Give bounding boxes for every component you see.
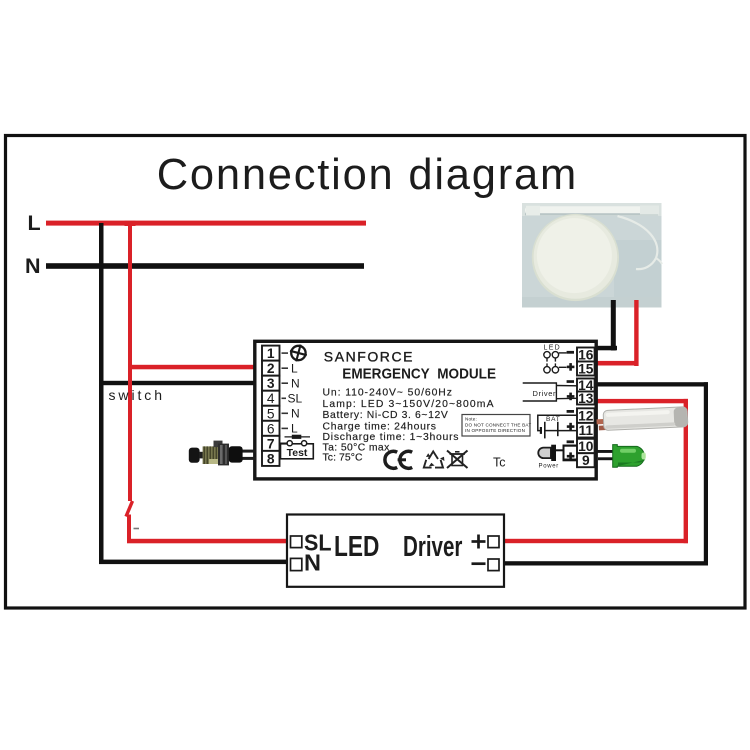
svg-text:Driver: Driver xyxy=(533,389,557,398)
svg-text:L: L xyxy=(291,362,298,376)
svg-text:N: N xyxy=(291,407,300,421)
svg-text:12: 12 xyxy=(578,409,594,424)
svg-text:Battery: Ni-CD 3. 6~12V: Battery: Ni-CD 3. 6~12V xyxy=(323,410,448,421)
svg-text:Tc: 75°C: Tc: 75°C xyxy=(323,453,363,464)
svg-text:2: 2 xyxy=(267,361,275,376)
svg-text:DO NOT CONNECT THE BAT: DO NOT CONNECT THE BAT xyxy=(465,423,531,428)
svg-text:L: L xyxy=(291,422,298,436)
svg-text:3: 3 xyxy=(267,376,275,391)
svg-text:SL: SL xyxy=(304,530,332,556)
svg-text:Note:: Note: xyxy=(465,417,477,422)
svg-text:Discharge time: 1~3hours: Discharge time: 1~3hours xyxy=(323,432,459,443)
svg-text:5: 5 xyxy=(267,406,275,421)
svg-text:11: 11 xyxy=(579,423,594,438)
svg-text:N: N xyxy=(291,377,300,391)
svg-text:LED: LED xyxy=(334,531,379,563)
svg-text:SANFORCE: SANFORCE xyxy=(324,349,413,365)
svg-text:7: 7 xyxy=(267,436,275,451)
svg-text:SL: SL xyxy=(288,392,303,406)
svg-text:13: 13 xyxy=(578,391,594,406)
svg-text:1: 1 xyxy=(267,346,275,361)
svg-text:Power: Power xyxy=(539,464,560,470)
svg-text:8: 8 xyxy=(267,451,275,466)
svg-text:15: 15 xyxy=(578,361,594,376)
svg-text:LED: LED xyxy=(544,345,562,352)
svg-text:Lamp: LED 3~150V/20~800mA: Lamp: LED 3~150V/20~800mA xyxy=(323,399,494,410)
svg-text:L: L xyxy=(28,211,41,235)
svg-text:N: N xyxy=(304,550,321,576)
svg-text:Connection diagram: Connection diagram xyxy=(157,151,577,199)
svg-text:IN OPPOSITE DIRECTION: IN OPPOSITE DIRECTION xyxy=(465,428,525,433)
svg-text:4: 4 xyxy=(267,391,275,406)
svg-text:Charge time: 24hours: Charge time: 24hours xyxy=(323,421,437,432)
svg-text:BAT: BAT xyxy=(546,416,561,423)
svg-text:14: 14 xyxy=(578,378,594,393)
svg-text:Un: 110-240V~ 50/60Hz: Un: 110-240V~ 50/60Hz xyxy=(323,388,452,399)
svg-text:9: 9 xyxy=(582,453,590,468)
svg-text:N: N xyxy=(25,254,41,278)
svg-text:EMERGENCY MODULE: EMERGENCY MODULE xyxy=(342,367,496,383)
svg-text:6: 6 xyxy=(267,421,275,436)
svg-text:Driver: Driver xyxy=(403,531,462,563)
svg-text:Tc: Tc xyxy=(493,456,506,470)
svg-text:Test: Test xyxy=(287,447,308,459)
svg-text:10: 10 xyxy=(578,439,594,454)
svg-text:16: 16 xyxy=(578,347,594,362)
svg-text:switch: switch xyxy=(109,387,163,403)
svg-text:Ta: 50°C max: Ta: 50°C max xyxy=(323,443,391,454)
